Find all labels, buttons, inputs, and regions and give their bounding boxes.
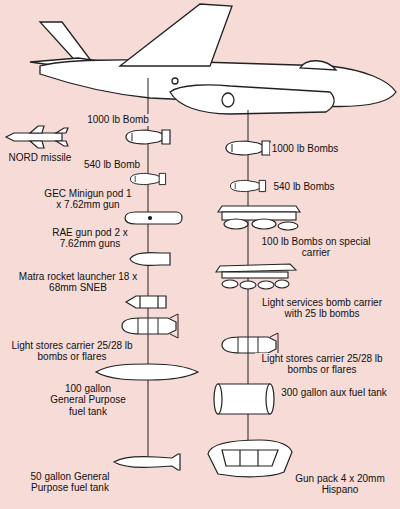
store-label: RAE gun pod 2 x 7.62mm guns	[42, 227, 138, 250]
store-label: 300 gallon aux fuel tank	[279, 387, 389, 399]
store-label: Light services bomb carrier with 25 lb b…	[250, 297, 394, 320]
store-label: GEC Minigun pod 1 x 7.62mm gun	[40, 188, 136, 211]
store-label: Light stores carrier 25/28 lb bombs or f…	[255, 353, 389, 376]
store-label: Matra rocket launcher 18 x 68mm SNEB	[16, 271, 140, 294]
store-label: Light stores carrier 25/28 lb bombs or f…	[5, 340, 139, 363]
store-label: NORD missile	[7, 152, 74, 164]
store-label: 1000 lb Bomb	[85, 114, 151, 126]
store-label: 540 lb Bomb	[82, 159, 142, 171]
store-label: 540 lb Bombs	[271, 181, 336, 193]
store-label: Gun pack 4 x 20mm Hispano	[290, 473, 390, 496]
store-label: 50 gallon General Purpose fuel tank	[26, 471, 114, 494]
store-label: 100 gallon General Purpose fuel tank	[44, 383, 132, 418]
store-label: 1000 lb Bombs	[270, 143, 341, 155]
store-label: 100 lb Bombs on special carrier	[255, 236, 377, 259]
